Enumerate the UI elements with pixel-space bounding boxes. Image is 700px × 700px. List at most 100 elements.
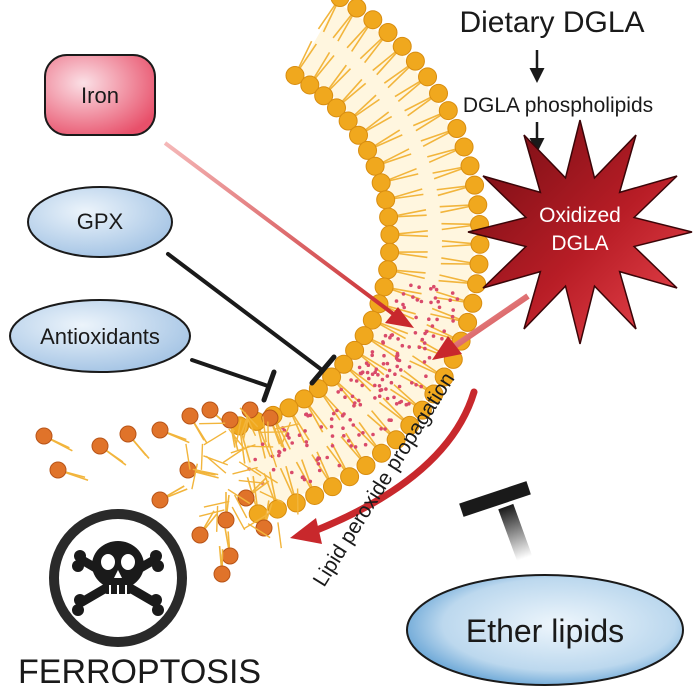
peroxide-dot	[432, 284, 436, 289]
inner-lipid-head	[380, 242, 400, 262]
peroxide-dot	[394, 299, 399, 303]
peroxide-dot	[260, 442, 265, 447]
peroxide-dot	[377, 394, 382, 399]
antioxidants-label: Antioxidants	[40, 324, 160, 349]
peroxide-dot	[343, 395, 347, 400]
peroxide-dot	[337, 463, 342, 468]
peroxide-dot	[417, 345, 422, 350]
peroxide-dot	[349, 444, 354, 448]
skull-crossbones-icon	[49, 509, 187, 647]
peroxide-dot	[363, 442, 368, 447]
inner-lipid-head	[285, 65, 305, 85]
peroxide-dot	[378, 388, 383, 393]
inner-lipid-head	[322, 367, 342, 387]
peroxide-dot	[402, 305, 407, 310]
outer-lipid-head	[424, 384, 444, 404]
antioxidants-ellipse	[9, 299, 191, 373]
peroxide-dot	[352, 404, 356, 408]
peroxide-dot	[330, 434, 335, 438]
peroxide-dot	[377, 384, 382, 388]
peroxide-dot	[330, 444, 335, 448]
peroxide-dot	[380, 377, 385, 382]
peroxide-dot	[415, 298, 420, 302]
loose-tail	[191, 463, 198, 490]
outer-lipid-head	[470, 234, 490, 254]
outer-lipid-head	[400, 415, 420, 435]
loose-tail	[232, 466, 258, 475]
peroxide-dot	[370, 372, 375, 377]
loose-tail	[259, 431, 286, 434]
detached-lipid-head	[217, 511, 235, 529]
outer-lipid-head	[267, 499, 287, 519]
peroxide-dot	[422, 360, 427, 364]
peroxide-dot	[385, 361, 390, 366]
outer-lipid-head	[465, 175, 485, 195]
peroxide-dot	[383, 333, 388, 338]
loose-tail	[231, 506, 246, 531]
oxidized-dgla-star	[467, 119, 693, 345]
peroxide-dot	[381, 341, 386, 345]
outer-lipid-head	[305, 485, 325, 505]
peroxide-dot	[316, 456, 321, 460]
peroxide-dot	[419, 384, 424, 389]
peroxide-dot	[437, 305, 442, 310]
peroxide-dot	[316, 462, 321, 466]
peroxide-dot	[429, 287, 433, 291]
peroxide-dot	[300, 475, 305, 480]
peroxide-dot	[329, 417, 334, 421]
outer-lipid-head	[386, 430, 406, 450]
detached-lipid-head	[191, 526, 209, 544]
detached-lipid-head	[241, 401, 259, 419]
iron-arrow	[163, 141, 398, 318]
peroxide-dot	[423, 331, 427, 336]
outer-lipid-head	[392, 36, 412, 56]
peroxide-dot	[450, 314, 455, 319]
peroxide-dot	[277, 453, 281, 458]
peroxide-dot	[373, 383, 377, 388]
gpx-ellipse	[27, 186, 173, 258]
inner-lipid-head	[374, 277, 394, 297]
detached-lipid-head	[181, 407, 199, 425]
outer-lipid-head	[330, 0, 350, 8]
peroxide-dot	[335, 408, 339, 413]
iron-box	[44, 54, 156, 136]
peroxide-dot	[440, 336, 444, 341]
dgla-label: DGLA	[551, 232, 608, 255]
peroxide-dot	[290, 470, 294, 475]
peroxide-dot	[331, 411, 336, 416]
peroxide-dot	[348, 418, 353, 422]
membrane-bilayer	[230, 0, 490, 524]
detached-lipid-head	[151, 491, 169, 509]
peroxide-dot	[407, 345, 412, 349]
peroxide-dot	[434, 287, 439, 292]
peroxide-dot	[304, 440, 309, 444]
outer-lipid-head	[286, 493, 306, 513]
detached-lipids	[35, 401, 300, 583]
outer-lipid-head	[429, 83, 449, 103]
peroxide-dot	[360, 383, 365, 388]
peroxide-dot	[339, 387, 344, 392]
peroxide-dot	[400, 343, 405, 348]
peroxide-dot	[392, 395, 396, 400]
membrane-interior	[240, 2, 474, 508]
peroxide-dot	[397, 358, 402, 363]
peroxide-dot	[388, 335, 392, 340]
peroxide-dot	[336, 390, 341, 394]
peroxide-dot	[305, 443, 309, 448]
peroxide-dot	[361, 431, 365, 435]
peroxide-dot	[399, 368, 403, 372]
inner-lipid-head	[314, 86, 334, 106]
peroxide-dot	[367, 376, 371, 381]
loose-tail	[235, 419, 242, 445]
loose-tail	[244, 411, 257, 437]
outer-lipid-head	[458, 312, 478, 332]
loose-tail	[247, 523, 271, 539]
peroxide-dot	[350, 394, 355, 399]
peroxide-dot	[358, 402, 363, 407]
outer-lipid-head	[469, 254, 489, 274]
outer-lipid-head	[460, 156, 480, 176]
peroxide-dot	[420, 337, 425, 342]
inner-lipid-head	[380, 225, 400, 245]
loose-tail	[247, 445, 274, 448]
detached-lipid-head	[49, 461, 67, 479]
